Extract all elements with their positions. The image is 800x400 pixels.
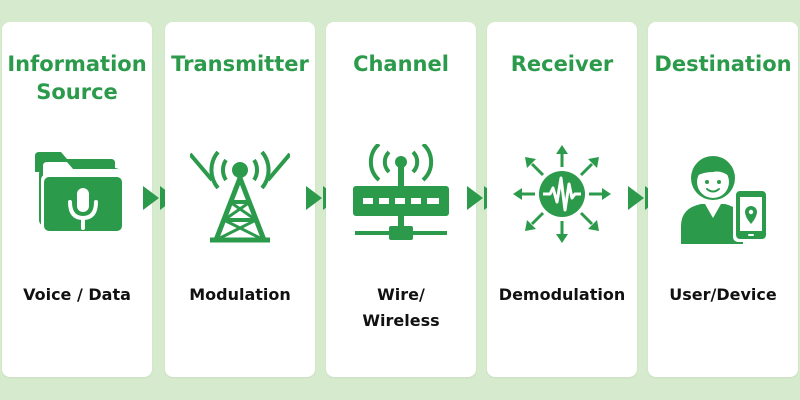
stage-description: User/Device (669, 285, 777, 304)
stage-description: Modulation (189, 285, 291, 304)
stage-description: Voice / Data (23, 285, 131, 304)
stage-title: Information Source (7, 52, 147, 104)
folder-microphone-icon (35, 152, 125, 234)
signal-wave-icon (513, 145, 611, 243)
stage-card-channel: Channel Wire/ Wireless (326, 22, 476, 377)
radio-tower-icon (190, 150, 290, 243)
user-phone-icon (681, 156, 769, 244)
stage-description: Wire/ Wireless (362, 285, 440, 330)
stage-title: Receiver (510, 52, 614, 76)
stage-title: Transmitter (171, 52, 309, 76)
router-icon (353, 144, 449, 240)
stage-card-destination: Destination User/Device (648, 22, 798, 377)
stage-title: Channel (353, 52, 449, 76)
stage-description: Demodulation (498, 285, 626, 304)
stage-card-information-source: Information Source Voice / Data (2, 22, 152, 377)
stage-card-transmitter: Transmitter Modulation (165, 22, 315, 377)
stage-title: Destination (654, 52, 792, 76)
stage-card-receiver: Receiver Demod (487, 22, 637, 377)
